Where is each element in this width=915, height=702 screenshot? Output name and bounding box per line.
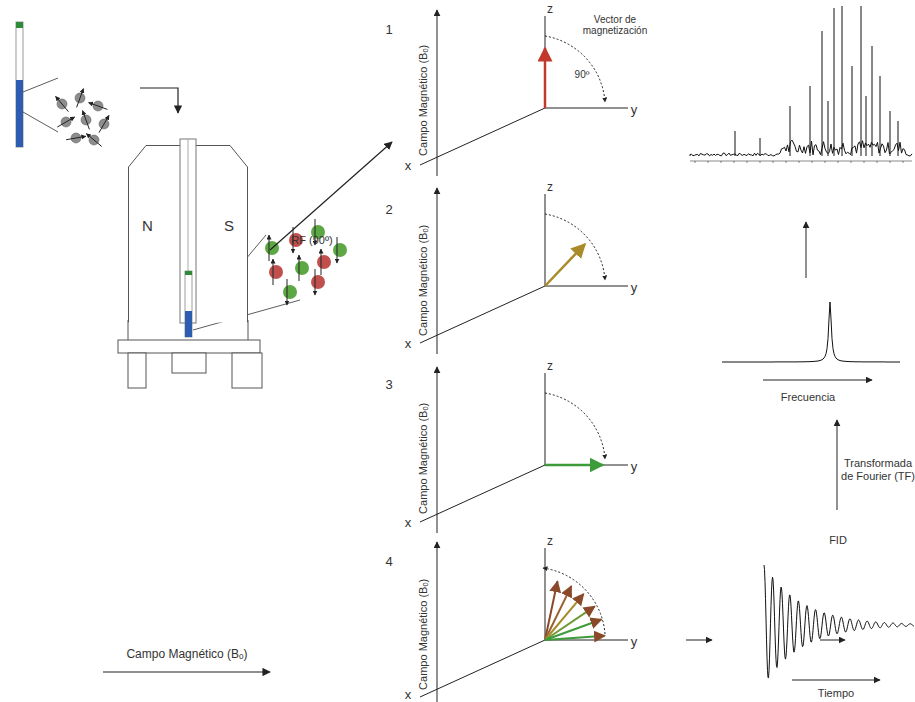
axis-letter: x <box>405 516 412 531</box>
axis-label: Tiempo <box>818 687 854 700</box>
axis-letter: y <box>631 635 638 650</box>
axis-label: Campo Magnético (Bₒ) <box>418 578 431 689</box>
magnet-pole: S <box>224 217 234 234</box>
angle-label: 90º <box>575 69 590 81</box>
axis-letter: x <box>405 688 412 702</box>
axis-label: Campo Magnético (Bₒ) <box>126 648 247 662</box>
axis-letter: x <box>405 337 412 352</box>
axis-letter: z <box>547 535 553 549</box>
pulse-label: RF (90º) <box>291 234 332 247</box>
signal-label: FID <box>829 534 847 547</box>
axis-letter: y <box>631 103 638 118</box>
axis-label: Campo Magnético (Bₒ) <box>418 44 431 155</box>
panel-number: 2 <box>385 203 392 218</box>
axis-letter: y <box>631 281 638 296</box>
transform-label: Transformada de Fourier (TF) <box>838 457 915 482</box>
axis-label: Campo Magnético (Bₒ) <box>418 224 431 335</box>
magnet-pole: N <box>142 217 153 234</box>
axis-letter: z <box>547 181 553 195</box>
axis-label: Campo Magnético (Bₒ) <box>418 402 431 513</box>
axis-letter: z <box>547 360 553 374</box>
axis-letter: x <box>405 159 412 174</box>
axis-letter: y <box>631 460 638 475</box>
axis-letter: z <box>547 3 553 17</box>
vector-label: Vector de magnetización <box>575 14 655 37</box>
magnet-housing: NS <box>128 145 248 323</box>
magnet-outline <box>128 145 248 323</box>
panel-number: 4 <box>385 555 392 570</box>
panel-number: 1 <box>385 23 392 38</box>
axis-label: Frecuencia <box>781 391 835 404</box>
panel-number: 3 <box>385 378 392 393</box>
